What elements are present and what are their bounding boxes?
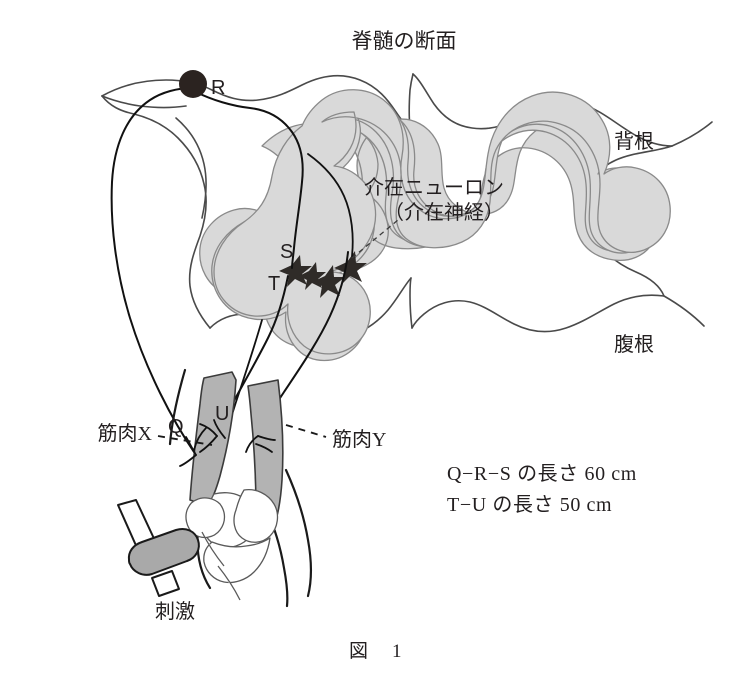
point-label-s: S [280, 241, 293, 263]
tibia-shaft [217, 565, 241, 601]
muscle-spindle-q-branch [185, 436, 197, 456]
point-label-u: U [215, 403, 229, 425]
tibia-bone [203, 537, 271, 584]
muscle-y-endplate-2 [257, 435, 276, 441]
interneuron-leader-line [351, 219, 399, 259]
motor-endplate-branch-3 [193, 427, 207, 451]
figure-caption-label: 図 [349, 641, 368, 662]
star-synapse-icon-3 [334, 251, 367, 284]
leg-contour-thigh-left [168, 368, 187, 446]
muscle-y-endplate-1 [245, 435, 259, 453]
ventral-root-right-sheath [663, 295, 705, 327]
dorsal-root-left-sheath [101, 95, 187, 109]
interneuron-label-line2: （介在神経） [384, 201, 504, 224]
cord-outline-ventral-right [411, 294, 665, 333]
hammer-head [127, 528, 200, 576]
synapse-group [279, 251, 367, 298]
ventral-root-label: 腹根 [614, 333, 654, 356]
leg-contour-posterior [284, 468, 313, 598]
muscle-y-nerve-terminals [245, 435, 276, 453]
central-branch-r-to-s [195, 91, 304, 269]
point-label-t: T [268, 273, 280, 295]
muscle-x-label: 筋肉X [98, 422, 153, 445]
dorsal-root-label: 背根 [614, 130, 654, 153]
interneuron-label-line1: 介在ニューロン [364, 176, 504, 199]
dorsal-root-right-sheath [671, 121, 713, 147]
stimulus-label: 刺激 [155, 600, 195, 623]
measurement-qrs: Q−R−S の長さ 60 cm [447, 463, 637, 485]
point-label-q: Q [168, 416, 184, 438]
motor-endplate-branch-2 [199, 435, 218, 453]
star-synapse-icon-1 [279, 255, 312, 287]
femoral-condyle [233, 488, 279, 543]
afferent-nerve-q-to-r [110, 87, 197, 456]
endplate-arrow-u [213, 419, 226, 439]
muscle-spindle-q [179, 454, 197, 467]
measurement-tu: T−U の長さ 50 cm [447, 494, 612, 516]
filled-circle-icon-ganglion [179, 70, 207, 98]
reflex-hammer-icon [117, 499, 200, 597]
motor-endplate-branch-1 [199, 423, 218, 437]
hammer-tip [151, 570, 180, 597]
star-synapse-icon-2 [312, 265, 345, 298]
star-synapse-icon-4 [299, 262, 326, 290]
muscle-x-nerve-terminals [179, 419, 226, 467]
muscle-x-shape [189, 371, 237, 507]
cord-dorsal-septum [408, 73, 414, 129]
cord-ventral-fissure [409, 277, 413, 329]
cord-outline-left-inner [175, 117, 207, 219]
patellar-tendon [201, 531, 225, 567]
muscle-y-leader-line [285, 424, 327, 438]
cord-outline-left-lateral [101, 95, 211, 329]
patella-bone [185, 497, 226, 539]
figure-caption-number: 1 [392, 641, 402, 662]
page-title: 脊髄の断面 [352, 29, 457, 53]
leg-knee-group: Q U [117, 368, 313, 608]
interneuron-collateral [307, 153, 354, 257]
muscle-y-endplate-3 [255, 443, 273, 453]
muscle-x-leader-line [157, 435, 213, 446]
muscle-y-label: 筋肉Y [332, 428, 386, 451]
cord-outline-dorsal-left [101, 74, 411, 129]
point-label-r: R [211, 77, 225, 99]
